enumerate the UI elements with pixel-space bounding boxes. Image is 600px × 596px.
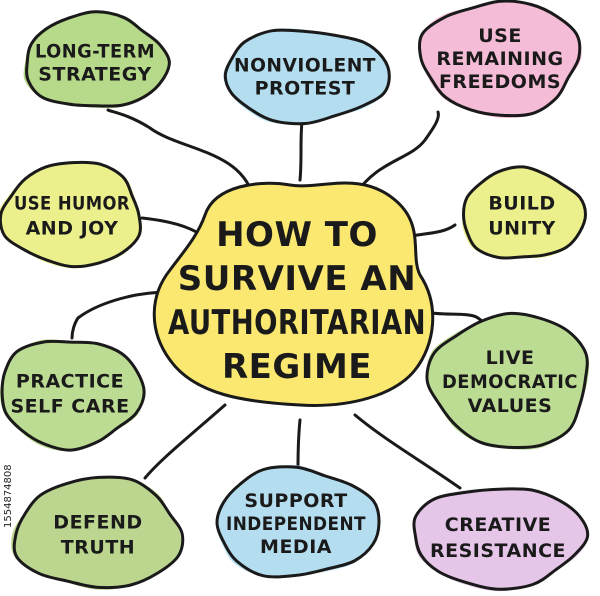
node-label-use-humor-and-joy-0: USE HUMOR: [14, 193, 130, 215]
node-label-support-independent-media-1: INDEPENDENT: [226, 513, 366, 535]
connector-use-remaining-freedoms: [353, 110, 440, 197]
node-outline-long-term-strategy: [25, 10, 171, 108]
connector-defend-truth: [143, 403, 227, 480]
connector-nonviolent-protest: [298, 120, 304, 182]
node-bubble-defend-truth: [11, 477, 182, 590]
node-bubble-nonviolent-protest: [223, 28, 390, 125]
node-label-use-remaining-freedoms-1: REMAINING: [436, 48, 563, 70]
node-practice-self-care: PRACTICE SELF CARE: [0, 339, 146, 452]
node-label-support-independent-media-2: MEDIA: [260, 536, 332, 558]
node-label-live-democratic-values-2: VALUES: [468, 395, 553, 417]
node-label-creative-resistance-1: RESISTANCE: [430, 540, 566, 562]
node-label-long-term-strategy-1: STRATEGY: [38, 64, 151, 86]
center-title-line-3: REGIME: [222, 347, 372, 387]
connector-support-independent-media: [296, 418, 302, 470]
node-build-unity: BUILD UNITY: [462, 165, 587, 260]
connectors: [70, 108, 488, 490]
node-label-live-democratic-values-1: DEMOCRATIC: [442, 371, 578, 393]
node-label-long-term-strategy-0: LONG-TERM: [35, 41, 155, 63]
center-title-line-1: SURVIVE AN: [178, 259, 416, 299]
node-outline-build-unity: [462, 165, 587, 260]
node-outline-live-democratic-values: [425, 311, 589, 450]
center-blob-outline: [152, 181, 435, 407]
node-bubble-creative-resistance: [413, 488, 589, 592]
node-outline-defend-truth: [12, 475, 185, 590]
node-label-defend-truth-1: TRUTH: [61, 537, 135, 559]
node-defend-truth: DEFEND TRUTH: [11, 475, 185, 590]
node-label-defend-truth-0: DEFEND: [53, 512, 142, 534]
connector-practice-self-care: [70, 290, 172, 340]
node-outline-use-remaining-freedoms: [417, 0, 582, 118]
node-outline-nonviolent-protest: [223, 28, 391, 126]
node-label-use-remaining-freedoms-2: FREEDOMS: [439, 71, 561, 93]
node-use-humor-and-joy: USE HUMOR AND JOY: [0, 160, 142, 269]
node-bubble-use-humor-and-joy: [0, 162, 140, 269]
node-outline-practice-self-care: [0, 339, 146, 452]
node-bubble-support-independent-media: [215, 465, 381, 578]
node-label-nonviolent-protest-0: NONVIOLENT: [234, 55, 376, 77]
node-outline-creative-resistance: [412, 487, 590, 591]
node-bubble-use-remaining-freedoms: [419, 1, 582, 118]
node-creative-resistance: CREATIVE RESISTANCE: [412, 487, 590, 592]
node-label-support-independent-media-0: SUPPORT: [244, 490, 347, 512]
center-title-line-0: HOW TO: [216, 215, 378, 255]
node-label-nonviolent-protest-1: PROTEST: [255, 78, 356, 100]
node-bubble-live-democratic-values: [426, 313, 590, 450]
node-label-practice-self-care-0: PRACTICE: [16, 371, 124, 393]
node-bubble-long-term-strategy: [23, 11, 170, 109]
node-outline-support-independent-media: [215, 465, 381, 579]
connector-long-term-strategy: [106, 108, 255, 198]
node-bubble-practice-self-care: [0, 339, 144, 452]
center-title-line-2: AUTHORITARIAN: [168, 303, 426, 343]
node-label-use-humor-and-joy-1: AND JOY: [26, 218, 119, 240]
node-label-creative-resistance-0: CREATIVE: [445, 514, 552, 536]
node-label-build-unity-0: BUILD: [488, 193, 555, 215]
node-bubble-build-unity: [462, 165, 587, 259]
node-outline-use-humor-and-joy: [0, 160, 142, 269]
node-label-build-unity-1: UNITY: [488, 218, 556, 240]
connector-creative-resistance: [353, 413, 462, 490]
node-label-use-remaining-freedoms-0: USE: [478, 25, 522, 47]
center-blob: [154, 183, 433, 406]
node-label-practice-self-care-1: SELF CARE: [10, 396, 129, 418]
stock-id-label: 1554874808: [3, 464, 14, 528]
node-label-live-democratic-values-0: LIVE: [486, 347, 535, 369]
